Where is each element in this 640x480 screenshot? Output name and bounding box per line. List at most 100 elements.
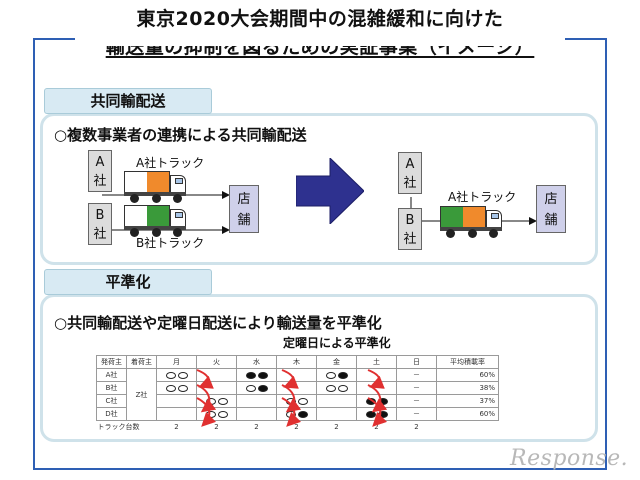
col-header: 火	[197, 356, 237, 369]
shipper-cell: C社	[97, 395, 127, 408]
delivery-mark-open	[298, 398, 308, 405]
section2-heading: ○共同輸配送や定曜日配送により輸送量を平準化	[54, 312, 382, 333]
day-cell	[277, 369, 317, 382]
table-row: C社 － 37%	[97, 395, 499, 408]
shipper-cell: D社	[97, 408, 127, 421]
store-after: 店舗	[536, 185, 566, 233]
day-cell	[197, 382, 237, 395]
day-cell	[237, 382, 277, 395]
shipper-cell: A社	[97, 369, 127, 382]
day-cell	[277, 408, 317, 421]
truck-after-label: A社トラック	[448, 188, 516, 205]
day-cell	[237, 369, 277, 382]
day-cell	[357, 408, 397, 421]
day-cell	[197, 408, 237, 421]
delivery-mark-open	[178, 372, 188, 379]
delivery-mark-filled	[378, 398, 388, 405]
col-header: 発荷主	[97, 356, 127, 369]
delivery-mark-open	[286, 411, 296, 418]
delivery-mark-open	[218, 411, 228, 418]
delivery-schedule-table: 発荷主 着荷主 月 火 水 木 金 土 日 平均積載率 A社 Z社 － 60% …	[96, 355, 499, 434]
watermark-logo: Response.	[510, 446, 628, 471]
day-cell	[317, 369, 357, 382]
col-header: 着荷主	[127, 356, 157, 369]
frame-gap	[75, 30, 565, 46]
col-header: 水	[237, 356, 277, 369]
table-row: B社 － 38%	[97, 382, 499, 395]
rate-cell: 60%	[437, 369, 499, 382]
day-cell: －	[397, 408, 437, 421]
truck-count-label: トラック台数	[97, 421, 157, 434]
day-cell	[197, 395, 237, 408]
delivery-mark-open	[246, 385, 256, 392]
delivery-mark-filled	[378, 411, 388, 418]
day-cell	[157, 382, 197, 395]
delivery-mark-open	[178, 385, 188, 392]
transition-arrow-icon	[296, 158, 364, 224]
col-header: 金	[317, 356, 357, 369]
delivery-mark-open	[206, 411, 216, 418]
day-cell	[157, 408, 197, 421]
delivery-mark-filled	[298, 411, 308, 418]
col-header: 日	[397, 356, 437, 369]
col-header: 木	[277, 356, 317, 369]
truck-count-cell: 2	[317, 421, 357, 434]
delivery-mark-open	[218, 398, 228, 405]
rate-cell: 38%	[437, 382, 499, 395]
rate-cell: 60%	[437, 408, 499, 421]
day-cell	[357, 369, 397, 382]
table-caption: 定曜日による平準化	[283, 334, 391, 351]
delivery-mark-filled	[258, 372, 268, 379]
truck-b-icon	[124, 205, 188, 237]
truck-count-cell: 2	[357, 421, 397, 434]
delivery-mark-filled	[366, 398, 376, 405]
delivery-mark-open	[326, 385, 336, 392]
section-tab-joint-delivery: 共同輸配送	[44, 88, 212, 114]
day-cell: －	[397, 369, 437, 382]
truck-count-cell: 2	[277, 421, 317, 434]
truck-a-icon	[124, 171, 188, 203]
delivery-mark-open	[206, 398, 216, 405]
consignee-cell: Z社	[127, 369, 157, 421]
store-before: 店舗	[229, 185, 259, 233]
table-header-row: 発荷主 着荷主 月 火 水 木 金 土 日 平均積載率	[97, 356, 499, 369]
truck-a-label: A社トラック	[136, 154, 204, 171]
shipper-cell: B社	[97, 382, 127, 395]
section1-heading: ○複数事業者の連携による共同輸配送	[54, 124, 307, 145]
delivery-mark-open	[338, 385, 348, 392]
delivery-mark-filled	[246, 372, 256, 379]
delivery-mark-filled	[258, 385, 268, 392]
truck-count-row: トラック台数 2 2 2 2 2 2 2	[97, 421, 499, 434]
truck-count-cell: 2	[397, 421, 437, 434]
day-cell	[277, 395, 317, 408]
delivery-mark-open	[166, 372, 176, 379]
day-cell	[277, 382, 317, 395]
day-cell: －	[397, 382, 437, 395]
title-line-1: 東京2020大会期間中の混雑緩和に向けた	[0, 4, 640, 31]
day-cell	[157, 369, 197, 382]
day-cell	[317, 395, 357, 408]
day-cell	[237, 395, 277, 408]
section-tab-leveling: 平準化	[44, 269, 212, 295]
day-cell	[357, 395, 397, 408]
delivery-mark-filled	[366, 411, 376, 418]
delivery-mark-filled	[338, 372, 348, 379]
day-cell	[197, 369, 237, 382]
truck-count-cell: 2	[197, 421, 237, 434]
table-row: D社 － 60%	[97, 408, 499, 421]
day-cell: －	[397, 395, 437, 408]
table-row: A社 Z社 － 60%	[97, 369, 499, 382]
day-cell	[237, 408, 277, 421]
col-header: 土	[357, 356, 397, 369]
rate-cell: 37%	[437, 395, 499, 408]
delivery-mark-open	[286, 398, 296, 405]
day-cell	[317, 408, 357, 421]
col-header: 月	[157, 356, 197, 369]
delivery-mark-open	[326, 372, 336, 379]
truck-count-cell: 2	[237, 421, 277, 434]
shared-truck-icon	[440, 206, 504, 238]
day-cell	[317, 382, 357, 395]
